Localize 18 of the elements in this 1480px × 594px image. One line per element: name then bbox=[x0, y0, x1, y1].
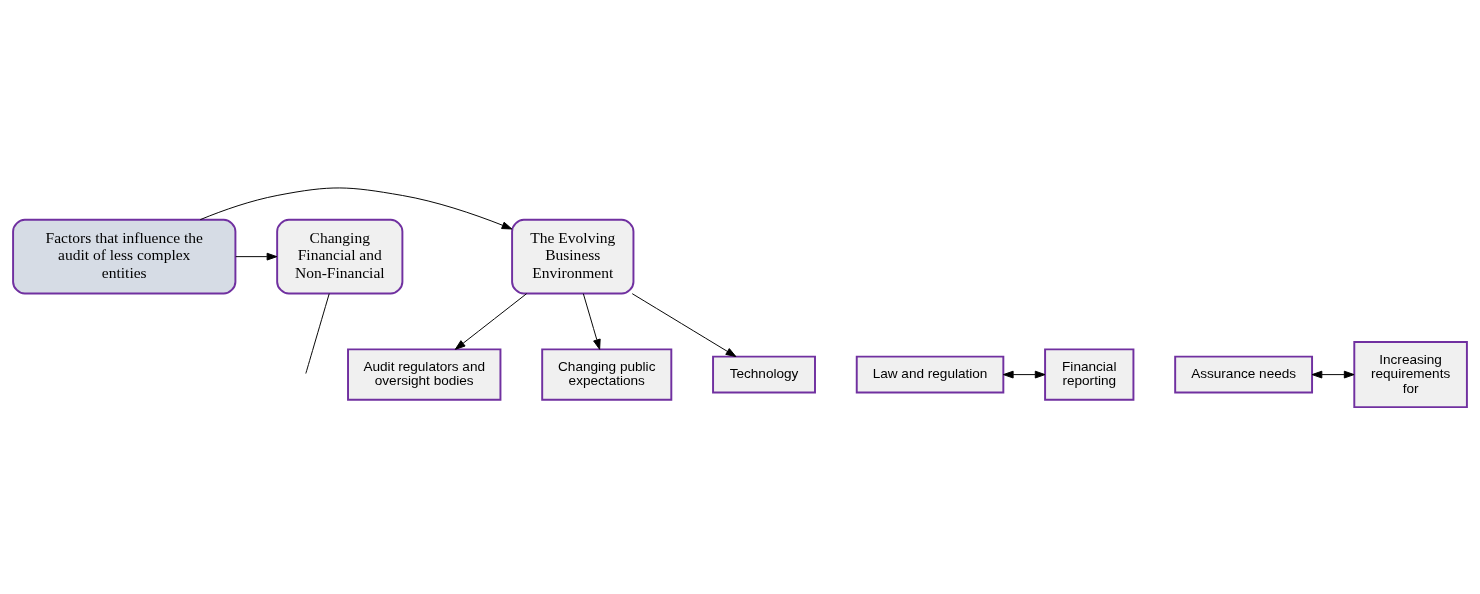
arrow bbox=[199, 186, 513, 229]
node-box: Factors that influence the audit of less complex entities bbox=[12, 218, 237, 294]
arrow bbox=[631, 292, 737, 357]
arrow bbox=[1311, 370, 1355, 378]
node-box: Financial reporting bbox=[1044, 347, 1135, 401]
node-box: Increasing requirements for bbox=[1353, 340, 1468, 408]
node-box: Assurance needs bbox=[1174, 355, 1314, 394]
node-box: Changing Financial and Non-Financial bbox=[276, 218, 404, 294]
connector bbox=[305, 292, 330, 374]
arrow bbox=[235, 252, 278, 261]
arrow bbox=[454, 292, 528, 350]
node-box: Changing public expectations bbox=[541, 347, 673, 401]
node-box: Technology bbox=[712, 355, 816, 394]
node-box: Audit regulators and oversight bodies bbox=[347, 347, 502, 401]
node-box: Law and regulation bbox=[855, 355, 1005, 394]
node-box: The Evolving Business Environment bbox=[511, 218, 635, 294]
arrow bbox=[1002, 370, 1046, 378]
arrow bbox=[582, 292, 601, 350]
